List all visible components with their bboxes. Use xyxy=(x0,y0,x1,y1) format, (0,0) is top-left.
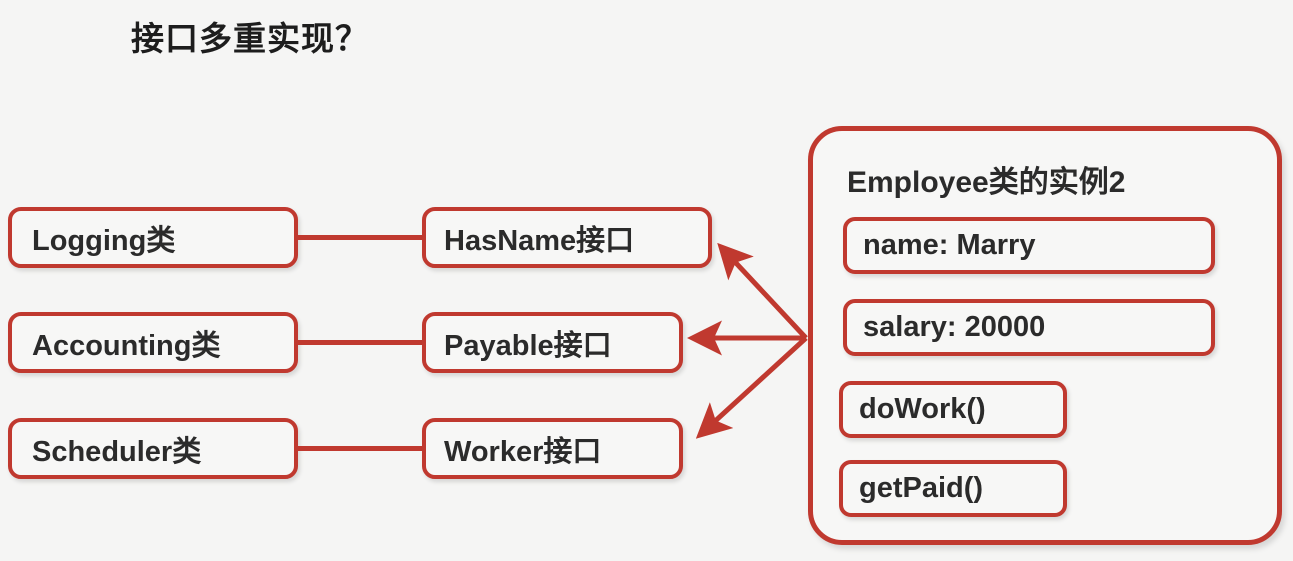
interface-box-label: Payable接口 xyxy=(444,329,612,362)
instance-field-salary[interactable]: salary: 20000 xyxy=(843,299,1215,356)
connector-line-accounting-payable xyxy=(296,340,424,345)
instance-panel-title: Employee类的实例2 xyxy=(847,166,1126,199)
connector-line-scheduler-worker xyxy=(296,446,424,451)
class-box-label: Scheduler类 xyxy=(32,435,202,468)
instance-member-label: name: Marry xyxy=(863,229,1036,261)
interface-box-worker[interactable]: Worker接口 xyxy=(422,418,683,479)
instance-member-label: getPaid() xyxy=(859,472,984,504)
instance-method-getpaid[interactable]: getPaid() xyxy=(839,460,1067,517)
connector-line-logging-hasname xyxy=(296,235,424,240)
instance-member-label: salary: 20000 xyxy=(863,311,1046,343)
page-title: 接口多重实现？ xyxy=(131,20,369,57)
instance-method-dowork[interactable]: doWork() xyxy=(839,381,1067,438)
class-box-logging[interactable]: Logging类 xyxy=(8,207,298,268)
class-box-label: Logging类 xyxy=(32,224,176,257)
arrow-instance-to-worker xyxy=(695,336,808,439)
class-box-accounting[interactable]: Accounting类 xyxy=(8,312,298,373)
interface-box-label: Worker接口 xyxy=(444,435,602,468)
arrow-instance-to-hasname xyxy=(717,242,808,340)
class-box-label: Accounting类 xyxy=(32,329,221,362)
instance-field-name[interactable]: name: Marry xyxy=(843,217,1215,274)
interface-box-label: HasName接口 xyxy=(444,224,635,257)
interface-box-payable[interactable]: Payable接口 xyxy=(422,312,683,373)
class-box-scheduler[interactable]: Scheduler类 xyxy=(8,418,298,479)
instance-member-label: doWork() xyxy=(859,393,986,425)
instance-panel[interactable]: Employee类的实例2 name: Marry salary: 20000 … xyxy=(808,126,1282,545)
interface-box-hasname[interactable]: HasName接口 xyxy=(422,207,712,268)
